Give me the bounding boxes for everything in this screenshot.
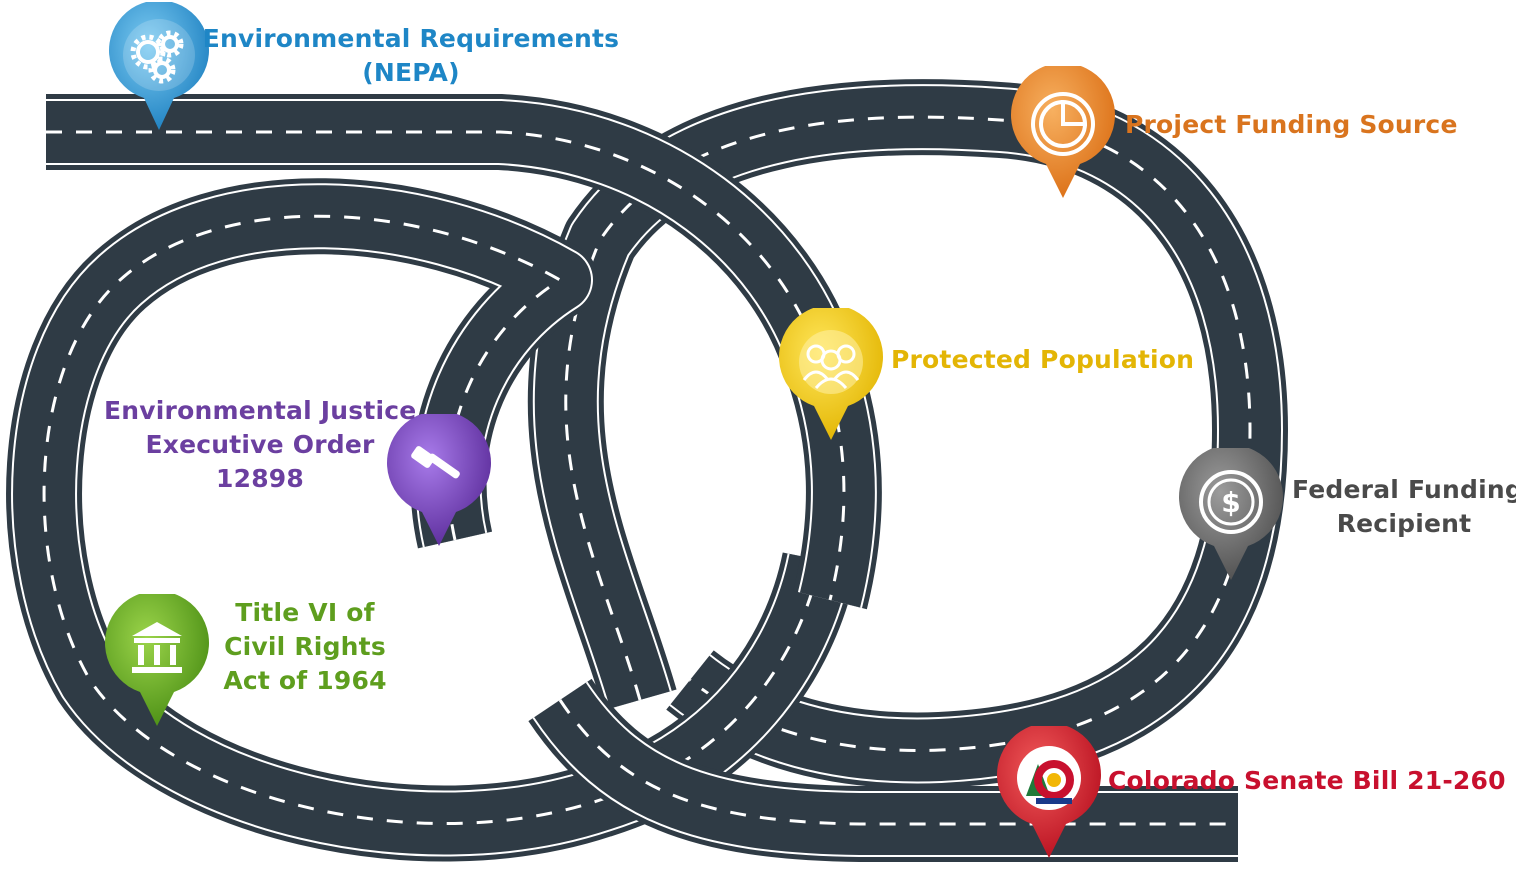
colorado-flag-icon [1026,760,1074,804]
label-funding-source: Project Funding Source [1125,108,1458,142]
label-ej-line3: 12898 [216,464,304,493]
pin-nepa [106,2,212,138]
pin-federal-recipient: $ [1178,448,1284,584]
label-federal-recipient: Federal Funding Recipient [1292,473,1516,541]
pin-environmental-justice [386,414,492,550]
courthouse-icon [132,622,182,673]
label-protected-population-line1: Protected Population [891,345,1195,374]
label-environmental-justice: Environmental Justice Executive Order 12… [104,394,416,496]
pin-protected-population [778,308,884,444]
label-nepa-line1: Environmental Requirements [202,24,620,53]
label-federal-line2: Recipient [1336,509,1472,538]
pie-chart-icon [1031,92,1095,156]
label-colorado-line1: Colorado Senate Bill 21-260 [1108,766,1506,795]
label-protected-population: Protected Population [891,343,1194,377]
label-nepa-line2: (NEPA) [362,58,460,87]
label-title-vi-line1: Title VI of [235,598,375,627]
pin-title-vi [104,594,210,730]
label-ej-line2: Executive Order [145,430,375,459]
road-top-entry-lane-marking [46,130,846,601]
label-funding-source-line1: Project Funding Source [1125,110,1458,139]
gears-icon [130,30,184,84]
gavel-icon [411,446,460,479]
label-title-vi-line3: Act of 1964 [223,666,387,695]
pin-funding-source [1010,66,1116,202]
people-group-icon [802,344,860,389]
pin-colorado-sb [996,726,1102,862]
road-loop-left-lane-marking [42,214,822,825]
label-colorado-sb: Colorado Senate Bill 21-260 [1108,764,1506,798]
label-title-vi-line2: Civil Rights [224,632,386,661]
label-ej-line1: Environmental Justice [104,396,417,425]
label-federal-line1: Federal Funding [1292,475,1516,504]
road-loop-right-lane-marking [564,115,1252,752]
road-bottom-exit-lane-marking [558,699,1238,826]
dollar-coin-icon: $ [1199,470,1263,534]
svg-text:$: $ [1221,486,1240,519]
label-title-vi: Title VI of Civil Rights Act of 1964 [212,596,398,698]
label-nepa: Environmental Requirements (NEPA) [196,22,626,90]
